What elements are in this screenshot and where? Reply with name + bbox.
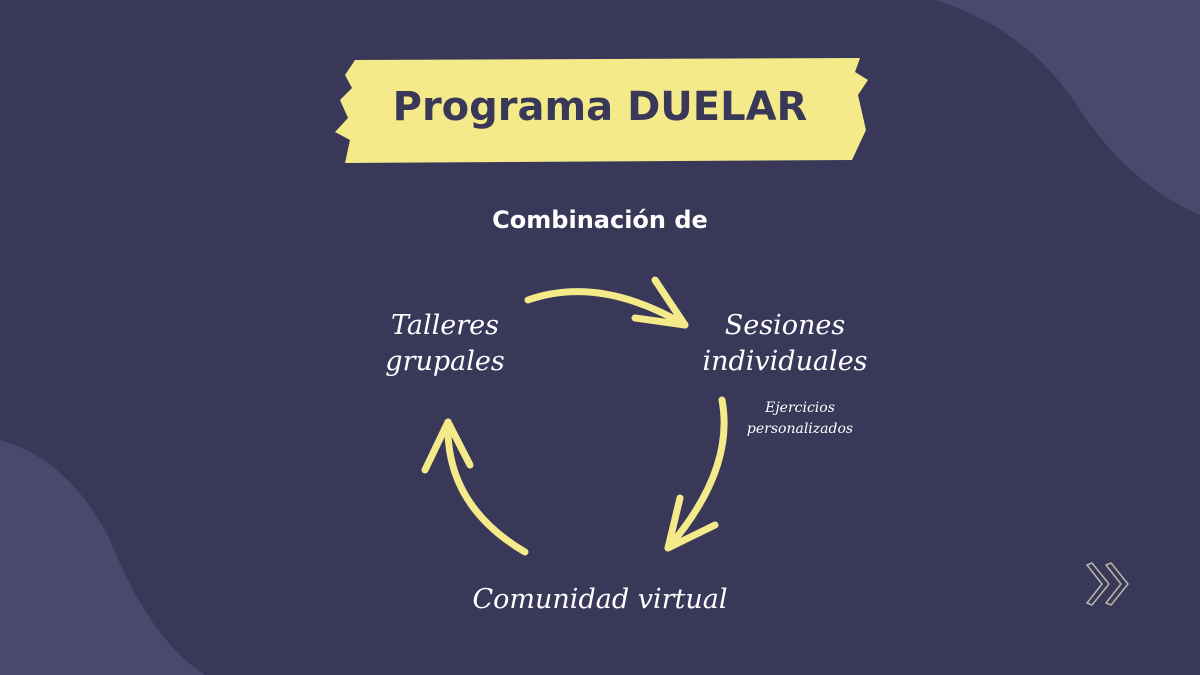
slide-title: Programa DUELAR [392,84,808,130]
node-talleres-grupales: Talleres grupales [385,310,505,377]
arrow-sesiones-to-comunidad [664,396,728,552]
arrow-comunidad-to-talleres [444,418,529,556]
arrow-head-1 [631,276,689,329]
slide-subtitle: Combinación de [492,206,708,234]
node-sesiones-individuales: Sesiones individuales [702,310,868,377]
arrow-head-3 [421,418,474,474]
arrow-head-2 [664,494,719,552]
decorative-blob-top-right [935,0,1200,215]
title-highlight-brush [335,58,868,163]
arrow-talleres-to-sesiones [524,288,689,329]
note-ejercicios: Ejercicios personalizados [746,400,854,437]
double-chevron-right-icon[interactable] [1084,560,1134,610]
decorative-blob-bottom-left [0,440,205,675]
node-comunidad-virtual: Comunidad virtual [472,584,728,615]
